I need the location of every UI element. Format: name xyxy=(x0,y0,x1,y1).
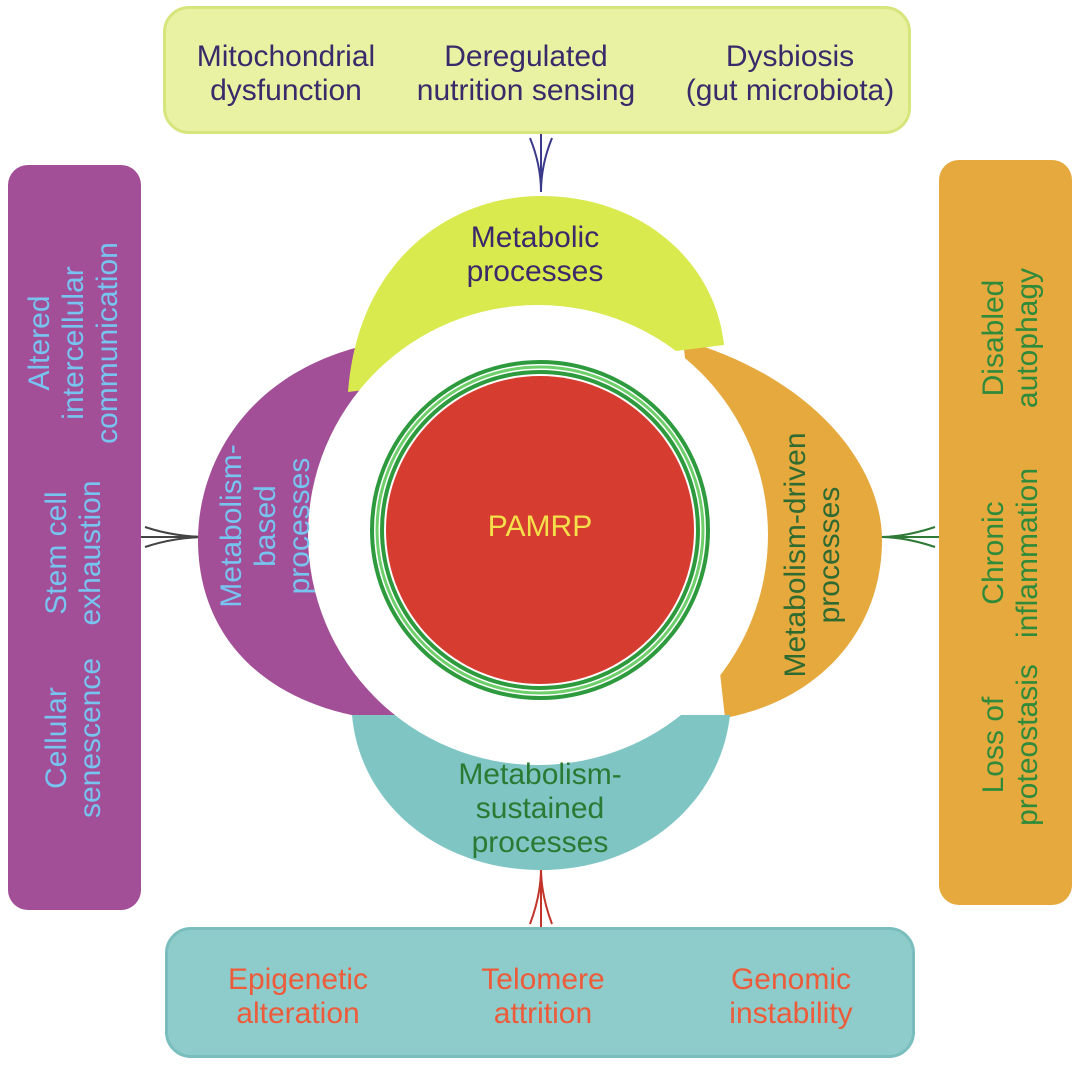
connector-bottom xyxy=(529,867,553,927)
petal-bottom xyxy=(352,715,730,870)
right-category-box xyxy=(939,160,1072,905)
connector-right xyxy=(879,526,939,548)
connector-left xyxy=(141,526,209,548)
center-ring-inner xyxy=(380,370,700,690)
top-item-dysbiosis: Dysbiosis(gut microbiota) xyxy=(685,40,895,107)
center-circle xyxy=(386,376,694,684)
center-ring-outer xyxy=(370,360,710,700)
left-category-box xyxy=(8,165,141,910)
bottom-category-box xyxy=(165,927,915,1058)
connector-top xyxy=(529,134,553,193)
center-label: PAMRP xyxy=(487,510,593,543)
center-ring-mid xyxy=(375,365,705,695)
top-category-box xyxy=(163,6,911,134)
